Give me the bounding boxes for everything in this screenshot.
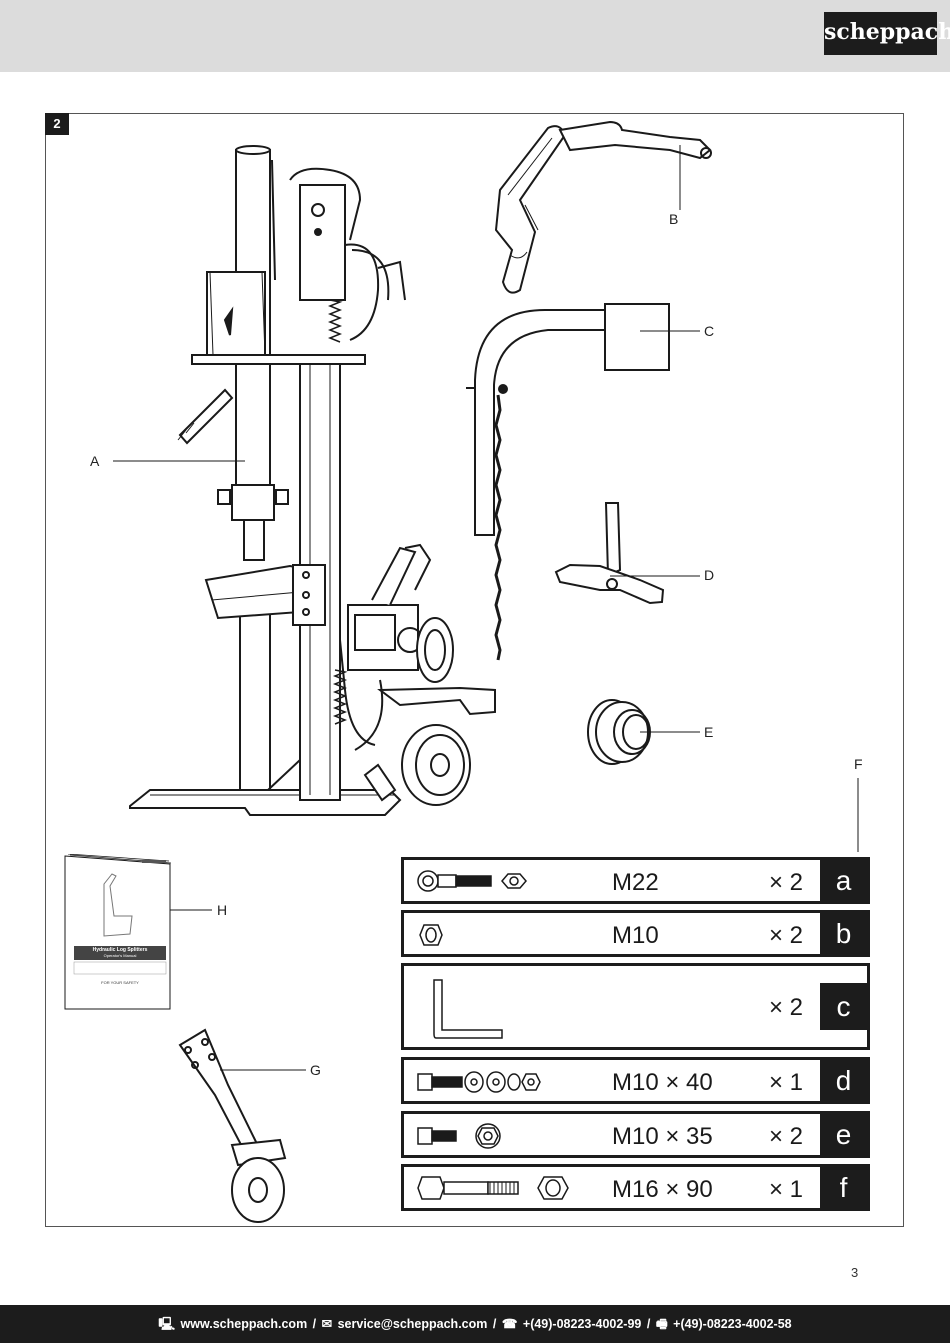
bolt-nut-m16x90-icon bbox=[417, 1176, 569, 1200]
hardware-row-a: M22 × 2 a bbox=[401, 857, 870, 904]
hardware-spec-a: M22 bbox=[612, 869, 659, 896]
footer-fax: +(49)-08223-4002-58 bbox=[673, 1317, 792, 1331]
callout-c: C bbox=[704, 323, 715, 339]
hardware-row-f: M16 × 90 × 1 f bbox=[401, 1164, 870, 1211]
header-bar: scheppach bbox=[0, 0, 950, 72]
hardware-row-c: × 2 c bbox=[401, 963, 870, 1050]
hardware-qty-e: × 2 bbox=[769, 1123, 804, 1150]
figure-frame bbox=[45, 113, 904, 1227]
hardware-row-e: M10 × 35 × 2 e bbox=[401, 1111, 870, 1158]
page-number: 3 bbox=[851, 1265, 859, 1280]
hardware-qty-a: × 2 bbox=[769, 869, 804, 896]
leader-lines bbox=[113, 145, 859, 1071]
hardware-letter-f: f bbox=[820, 1164, 867, 1211]
callout-e: E bbox=[704, 724, 714, 740]
footer-separator: / bbox=[646, 1317, 651, 1331]
nut-m10-icon bbox=[419, 924, 443, 946]
footer-bar: 🖳 www.scheppach.com / ✉ service@scheppac… bbox=[0, 1305, 950, 1343]
manual-title: Hydraulic Log Splitters bbox=[92, 947, 148, 953]
callout-h: H bbox=[217, 902, 228, 918]
hardware-row-b: M10 × 2 b bbox=[401, 910, 870, 957]
phone-icon: ☎ bbox=[501, 1317, 518, 1331]
footer-separator: / bbox=[312, 1317, 317, 1331]
hardware-spec-e: M10 × 35 bbox=[612, 1123, 713, 1150]
callout-f: F bbox=[854, 756, 863, 772]
figure-number: 2 bbox=[45, 113, 69, 135]
brand-logo: scheppach bbox=[824, 12, 950, 55]
callout-a: A bbox=[90, 453, 100, 469]
hardware-spec-d: M10 × 40 bbox=[612, 1069, 713, 1096]
hardware-letter-c: c bbox=[820, 983, 867, 1030]
wheel-leg-g-illustration bbox=[178, 1028, 287, 1223]
bolt-nut-m10x35-icon bbox=[417, 1123, 501, 1149]
hardware-qty-f: × 1 bbox=[769, 1176, 804, 1203]
mail-icon: ✉ bbox=[321, 1317, 333, 1331]
tray-c-illustration bbox=[466, 303, 670, 661]
manual-safety-note: FOR YOUR SAFETY bbox=[101, 980, 139, 985]
bolt-m22-icon bbox=[417, 870, 527, 892]
hardware-qty-b: × 2 bbox=[769, 922, 804, 949]
footer-separator: / bbox=[492, 1317, 497, 1331]
callout-g: G bbox=[310, 1062, 321, 1078]
hardware-letter-b: b bbox=[820, 910, 867, 957]
footer-website[interactable]: www.scheppach.com bbox=[180, 1317, 308, 1331]
footer-phone: +(49)-08223-4002-99 bbox=[522, 1317, 642, 1331]
bolt-washer-nut-m10x40-icon bbox=[417, 1071, 541, 1093]
hardware-letter-a: a bbox=[820, 857, 867, 904]
handle-b-illustration bbox=[494, 120, 712, 294]
fax-icon: 🖷 bbox=[655, 1317, 668, 1331]
hardware-row-d: M10 × 40 × 1 d bbox=[401, 1057, 870, 1104]
ring-e-illustration bbox=[587, 699, 651, 765]
computer-icon: 🖳 bbox=[158, 1317, 176, 1331]
footer-email[interactable]: service@scheppach.com bbox=[337, 1317, 488, 1331]
hardware-spec-f: M16 × 90 bbox=[612, 1176, 713, 1203]
hardware-qty-c: × 2 bbox=[769, 994, 804, 1021]
hardware-letter-d: d bbox=[820, 1057, 867, 1104]
hardware-letter-e: e bbox=[820, 1111, 867, 1158]
hex-key-icon bbox=[433, 979, 503, 1039]
hardware-qty-d: × 1 bbox=[769, 1069, 804, 1096]
callout-d: D bbox=[704, 567, 715, 583]
parts-drawing bbox=[113, 120, 859, 1223]
callout-b: B bbox=[669, 211, 679, 227]
hardware-spec-b: M10 bbox=[612, 922, 659, 949]
manual-booklet-h: Hydraulic Log Splitters Operator's Manua… bbox=[64, 853, 172, 1010]
bracket-d-illustration bbox=[554, 502, 665, 605]
manual-subtitle: Operator's Manual bbox=[103, 953, 137, 958]
manual-booklet-graphic bbox=[64, 853, 172, 1010]
log-splitter-illustration bbox=[129, 145, 496, 816]
